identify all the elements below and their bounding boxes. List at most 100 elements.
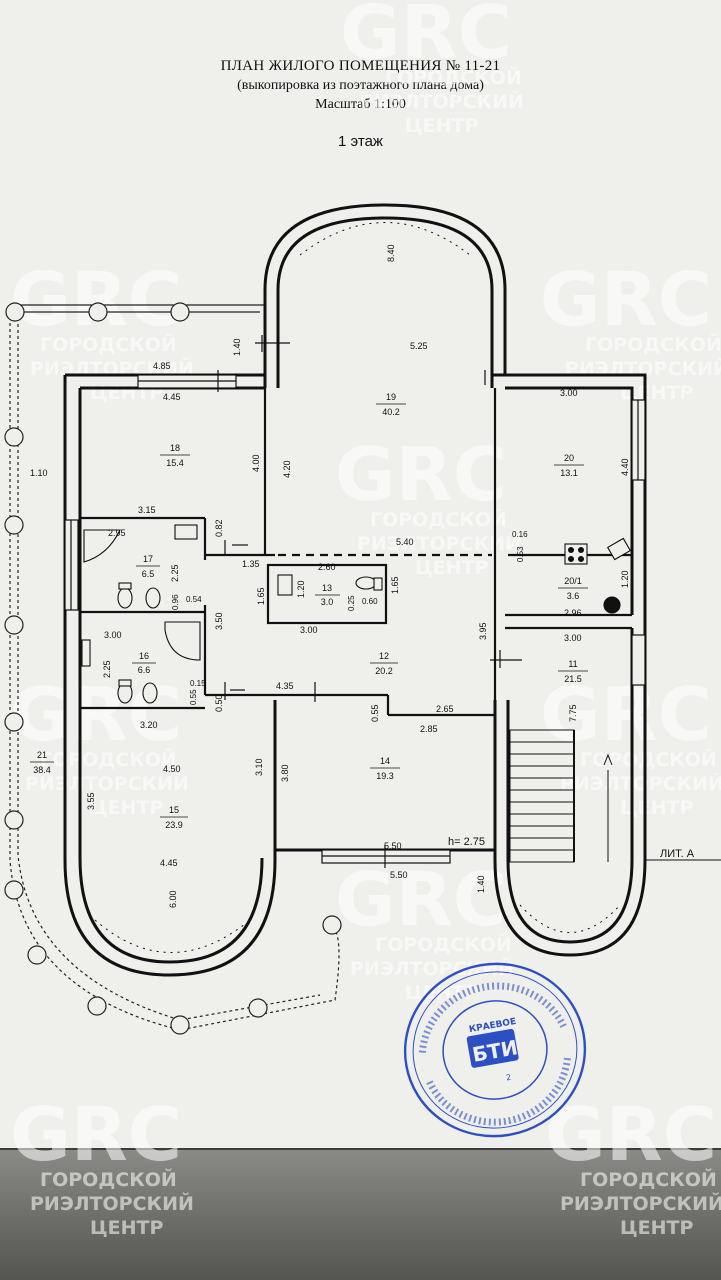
dim-1-40-top: 1.40	[232, 338, 242, 356]
terrace-columns	[4, 302, 342, 1035]
room-11-area: 21.5	[564, 674, 582, 684]
dim-8-40: 8.40	[386, 244, 396, 262]
dim-2-25-r17: 2.25	[170, 564, 180, 582]
svg-text:ЦЕНТР: ЦЕНТР	[620, 1217, 693, 1239]
bti-stamp: КРАЕВОЕ БТИ 2	[403, 962, 587, 1138]
dim-5-25: 5.25	[410, 341, 428, 351]
dim-3-80: 3.80	[280, 764, 290, 782]
svg-text:ЦЕНТР: ЦЕНТР	[620, 382, 693, 404]
room-14-area: 19.3	[376, 771, 394, 781]
dim-4-00: 4.00	[251, 454, 261, 472]
svg-text:ЦЕНТР: ЦЕНТР	[415, 557, 488, 579]
dim-3-00-r13: 3.00	[300, 625, 318, 635]
svg-text:GRC: GRC	[10, 1092, 182, 1178]
dim-3-50: 3.50	[214, 612, 224, 630]
dim-2-25-r16: 2.25	[102, 660, 112, 678]
svg-text:РИЭЛТОРСКИЙ: РИЭЛТОРСКИЙ	[565, 357, 721, 380]
dim-0-60: 0.60	[362, 597, 378, 606]
dim-0-15: 0.15	[190, 679, 206, 688]
room-13-id: 13	[322, 583, 332, 593]
room-16-area: 6.6	[138, 665, 151, 675]
dim-1-35: 1.35	[242, 559, 260, 569]
dim-5-40: 5.40	[396, 537, 414, 547]
svg-text:ГОРОДСКОЙ: ГОРОДСКОЙ	[40, 333, 177, 356]
svg-text:GRC: GRC	[335, 857, 507, 943]
dim-4-85: 4.85	[153, 361, 171, 371]
svg-text:ГОРОДСКОЙ: ГОРОДСКОЙ	[40, 1168, 177, 1191]
svg-text:РИЭЛТОРСКИЙ: РИЭЛТОРСКИЙ	[357, 532, 521, 555]
svg-text:GRC: GRC	[10, 257, 182, 343]
dim-1-10: 1.10	[30, 468, 48, 478]
dim-2-95: 2.95	[108, 528, 126, 538]
letter-label: ЛИТ. А	[660, 848, 695, 860]
plan-title: ПЛАН ЖИЛОГО ПОМЕЩЕНИЯ № 11-21	[220, 58, 501, 74]
svg-text:ЦЕНТР: ЦЕНТР	[620, 797, 693, 819]
dim-7-75: 7.75	[568, 704, 578, 722]
svg-text:РИЭЛТОРСКИЙ: РИЭЛТОРСКИЙ	[30, 1192, 194, 1215]
room-19-area: 40.2	[382, 407, 400, 417]
room-11-id: 11	[568, 659, 577, 669]
dimension-labels: 8.40 5.25 1.40 4.85 4.45 4.20 4.00 3.00 …	[30, 244, 630, 908]
dim-3-10: 3.10	[254, 758, 264, 776]
dim-1-40-bottom: 1.40	[476, 875, 486, 893]
svg-text:РИЭЛТОРСКИЙ: РИЭЛТОРСКИЙ	[360, 90, 524, 113]
dim-4-45-bottom: 4.45	[160, 858, 178, 868]
room-12-id: 12	[379, 651, 389, 661]
floor-label: 1 этаж	[338, 133, 383, 150]
svg-text:GRC: GRC	[10, 672, 182, 758]
room-13-area: 3.0	[321, 597, 334, 607]
svg-text:ГОРОДСКОЙ: ГОРОДСКОЙ	[375, 933, 512, 956]
dim-3-00-r16: 3.00	[104, 630, 122, 640]
svg-text:ГОРОДСКОЙ: ГОРОДСКОЙ	[40, 748, 177, 771]
room-17-id: 17	[143, 554, 153, 564]
room-14-id: 14	[380, 756, 390, 766]
dim-2-85: 2.85	[420, 724, 438, 734]
arc-window-marks	[94, 222, 621, 953]
dim-2-65: 2.65	[436, 704, 454, 714]
dim-0-25: 0.25	[347, 595, 356, 611]
watermark-group: GRC ГОРОДСКОЙ РИЭЛТОРСКИЙ ЦЕНТР GRC ГОРО…	[10, 0, 721, 1239]
dim-3-95: 3.95	[478, 622, 488, 640]
svg-text:ГОРОДСКОЙ: ГОРОДСКОЙ	[370, 508, 507, 531]
dim-1-65-left: 1.65	[256, 587, 266, 605]
staircase	[509, 729, 613, 863]
svg-text:ГОРОДСКОЙ: ГОРОДСКОЙ	[585, 333, 721, 356]
dim-3-00-r20: 3.00	[560, 388, 578, 398]
dim-4-20: 4.20	[282, 460, 292, 478]
dim-4-50: 4.50	[163, 764, 181, 774]
dim-3-55: 3.55	[86, 792, 96, 810]
dim-1-65-right: 1.65	[390, 576, 400, 594]
dim-0-55-left: 0.55	[189, 689, 198, 705]
room-21-id: 21	[37, 750, 47, 760]
plan-scale: Масштаб 1:100	[315, 97, 406, 112]
room-20-id: 20	[564, 453, 574, 463]
svg-text:ЦЕНТР: ЦЕНТР	[405, 115, 478, 137]
room-15-id: 15	[169, 805, 179, 815]
room-20-1-id: 20/1	[564, 576, 582, 586]
table-surface	[0, 1150, 721, 1280]
svg-text:ГОРОДСКОЙ: ГОРОДСКОЙ	[580, 748, 717, 771]
dim-1-20-r20: 1.20	[620, 570, 630, 588]
svg-text:GRC: GRC	[340, 0, 512, 76]
dim-0-16: 0.16	[512, 530, 528, 539]
room-18-area: 15.4	[166, 458, 184, 468]
dim-3-20: 3.20	[140, 720, 158, 730]
sanitary-fixtures	[81, 524, 632, 704]
svg-text:РИЭЛТОРСКИЙ: РИЭЛТОРСКИЙ	[25, 772, 189, 795]
dim-1-20-r13: 1.20	[296, 580, 306, 598]
windows-doors	[64, 335, 646, 868]
dim-0-50: 0.50	[214, 694, 224, 712]
room-12-area: 20.2	[375, 666, 393, 676]
dim-2-96: 2.96	[564, 608, 582, 618]
dim-0-96: 0.96	[171, 594, 180, 610]
dim-0-54: 0.54	[186, 595, 202, 604]
svg-text:ЦЕНТР: ЦЕНТР	[90, 797, 163, 819]
dim-4-40: 4.40	[620, 458, 630, 476]
svg-text:GRC: GRC	[540, 257, 712, 343]
dim-5-50-inner: 5.50	[384, 841, 402, 851]
terrace-outline	[4, 302, 342, 1035]
svg-text:РИЭЛТОРСКИЙ: РИЭЛТОРСКИЙ	[350, 957, 514, 980]
document-sheet	[0, 0, 721, 1150]
dim-3-15: 3.15	[138, 505, 156, 515]
